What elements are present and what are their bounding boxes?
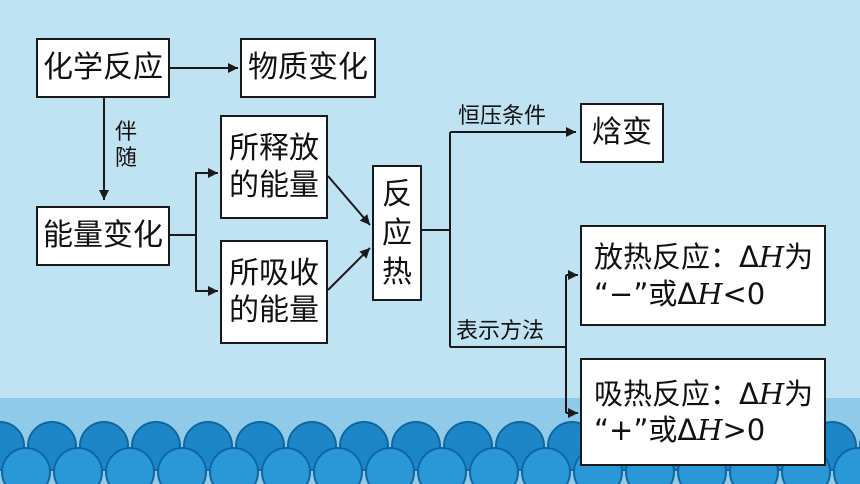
label-constant-pressure: 恒压条件 <box>458 104 547 129</box>
node-chemical-reaction: 化学反应 <box>36 38 170 98</box>
node-heat-of-reaction: 反 应 热 <box>372 165 422 301</box>
label-representation: 表示方法 <box>456 319 545 344</box>
arrow-energy-to-absorbed <box>195 235 218 296</box>
node-endothermic: 吸热反应：ΔH为 “+”或ΔH>0 <box>580 358 826 466</box>
heat-char-2: 应 <box>382 215 412 251</box>
endothermic-line-2: “+”或ΔH>0 <box>594 413 766 447</box>
node-exothermic: 放热反应：ΔH为 “−”或ΔH<0 <box>580 225 826 326</box>
node-absorbed-energy: 所吸收 的能量 <box>220 240 328 344</box>
absorbed-line-2: 的能量 <box>229 293 319 328</box>
released-line-2: 的能量 <box>229 168 319 203</box>
label-accompany: 伴随 <box>114 120 137 171</box>
arrow-released-to-heat <box>327 175 371 226</box>
arrow-absorbed-to-heat <box>327 247 371 291</box>
exothermic-line-1: 放热反应：ΔH为 <box>594 240 814 275</box>
absorbed-line-1: 所吸收 <box>229 255 319 291</box>
arrow-energy-to-released <box>168 168 218 236</box>
endothermic-line-1: 吸热反应：ΔH为 <box>594 376 814 411</box>
node-released-energy: 所释放 的能量 <box>220 115 328 219</box>
exothermic-line-2: “−”或ΔH<0 <box>594 276 766 311</box>
node-matter-change: 物质变化 <box>240 38 376 98</box>
heat-char-3: 热 <box>382 254 412 290</box>
heat-char-1: 反 <box>382 176 412 212</box>
released-line-1: 所释放 <box>229 130 319 166</box>
node-enthalpy-change: 焓变 <box>580 103 664 163</box>
node-energy-change: 能量变化 <box>36 206 170 266</box>
